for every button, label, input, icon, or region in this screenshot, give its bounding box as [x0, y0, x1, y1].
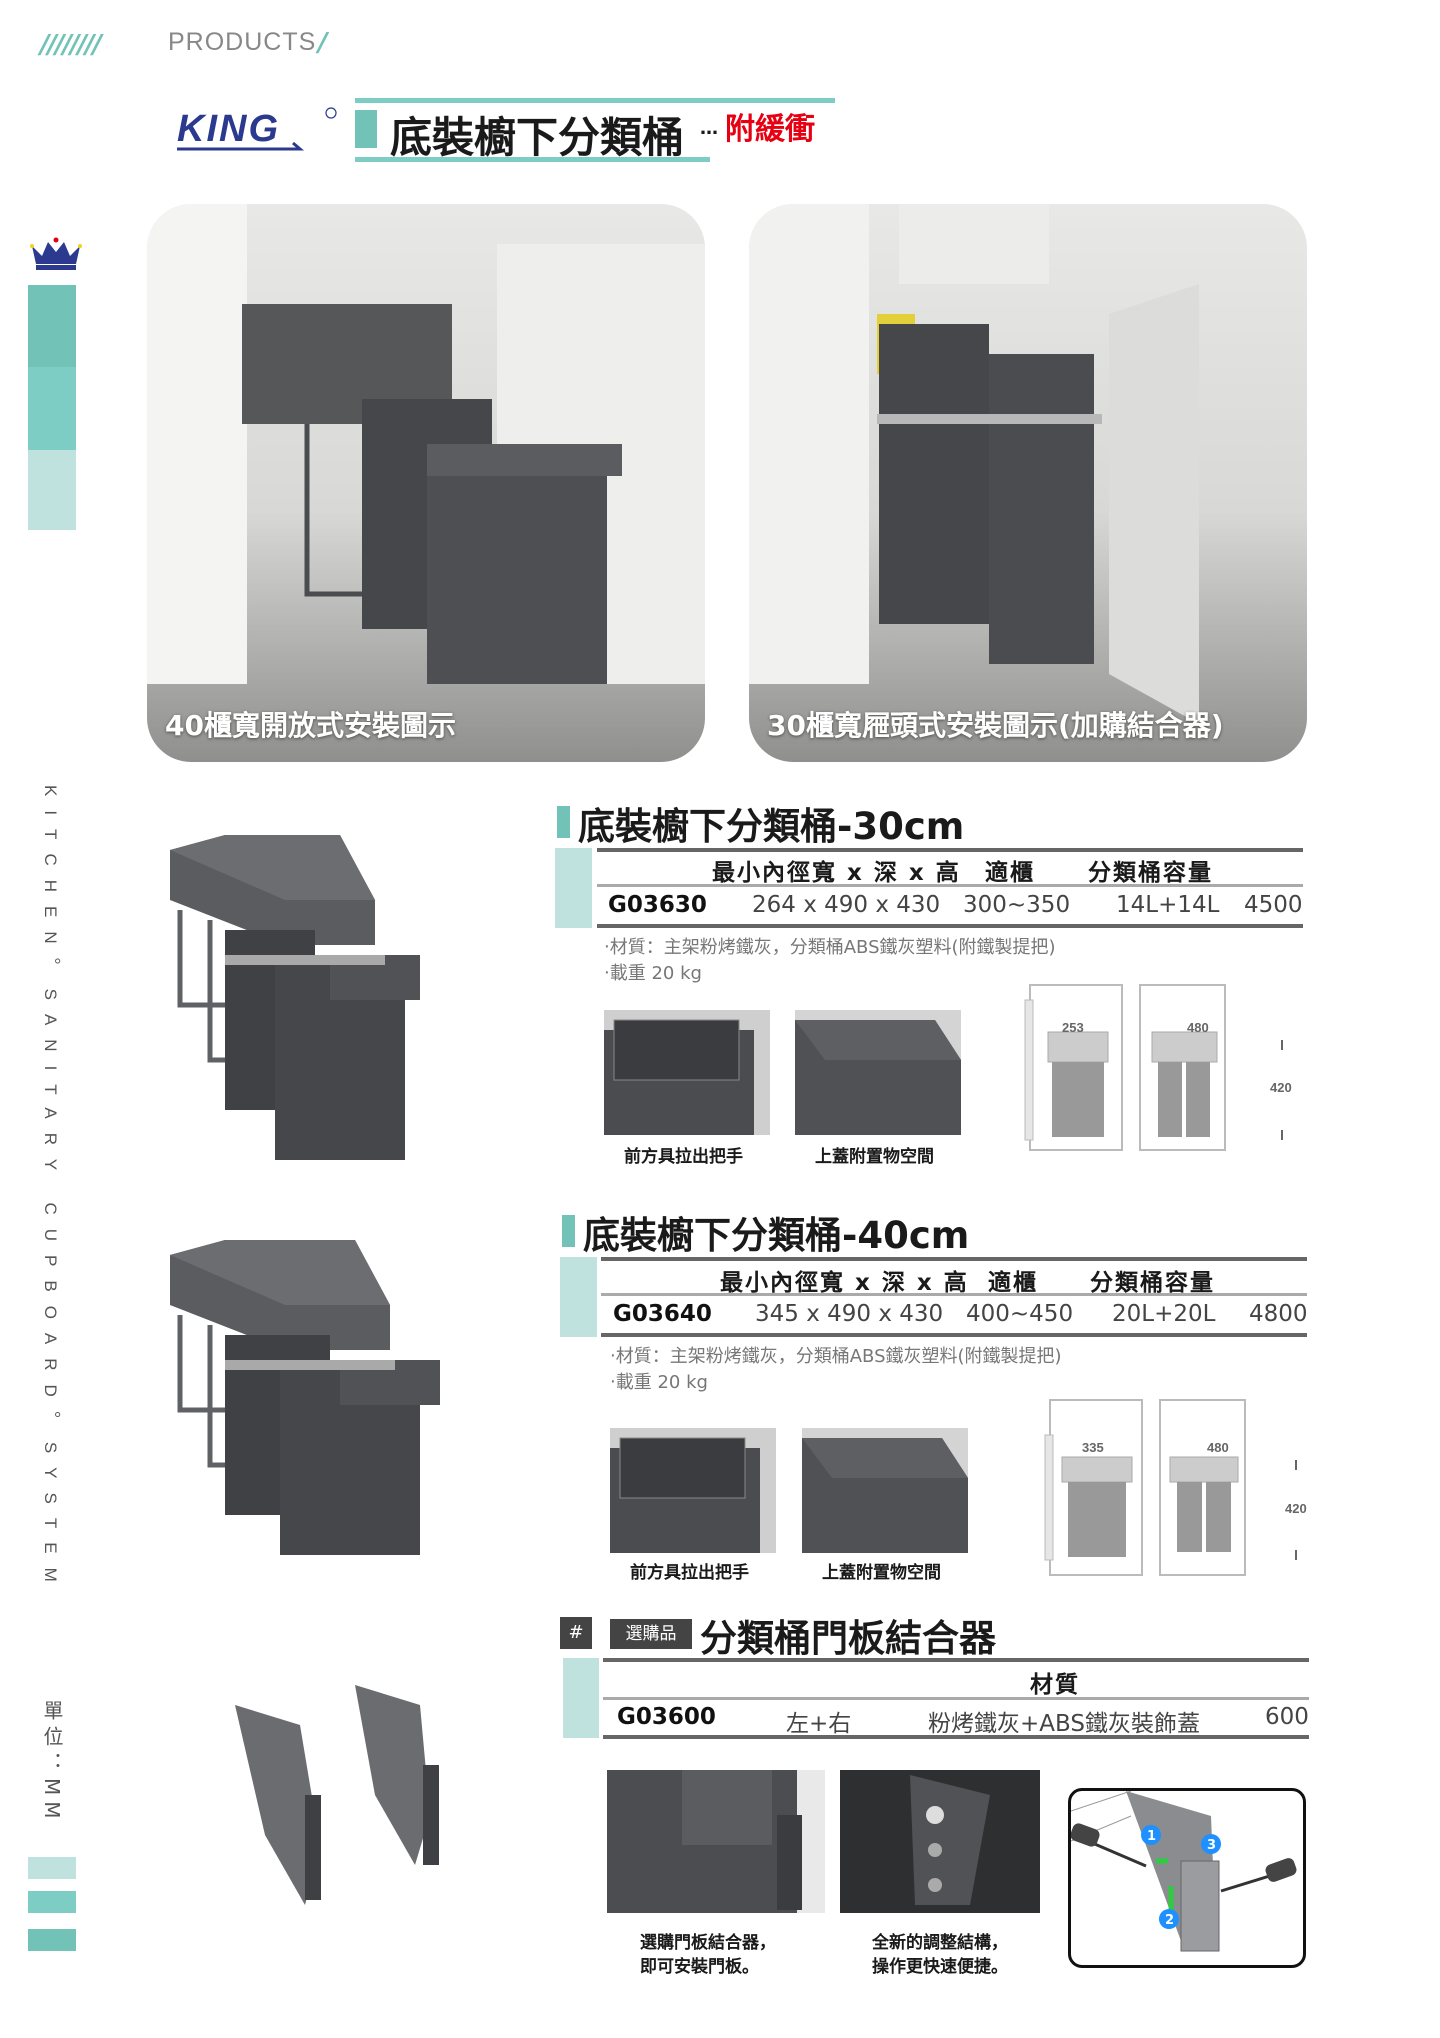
load-note: ‧載重 20 kg [610, 1372, 708, 1393]
optional-badge: 選購品 [610, 1619, 692, 1649]
thumb-caption: 前方具拉出把手 [630, 1563, 749, 1583]
section-marker [562, 1215, 575, 1247]
product-material: 粉烤鐵灰+ABS鐵灰裝飾蓋 [928, 1711, 1200, 1737]
thumb-handle [610, 1428, 776, 1553]
table-rule [603, 1658, 1309, 1662]
table-rule [601, 1293, 1307, 1296]
product-price: 600 [1265, 1704, 1309, 1730]
combiner-caption: 即可安裝門板。 [640, 1957, 759, 1977]
thumb-adjuster [840, 1770, 1040, 1913]
crown-logo-icon [28, 236, 84, 272]
product-image-brackets [225, 1685, 465, 1910]
thumb-lid [795, 1010, 961, 1135]
product-code: G03640 [613, 1301, 712, 1327]
decor-slashes: //////// [40, 30, 102, 60]
product-capacity: 14L+14L [1116, 892, 1220, 918]
dim-width: 253 [1062, 1020, 1084, 1035]
adjuster-caption: 操作更快速便捷。 [872, 1957, 1008, 1977]
hash-badge: # [560, 1617, 592, 1649]
install-photo-40: 40櫃寬開放式安裝圖示 [147, 204, 705, 762]
decor-slash: / [318, 28, 328, 58]
photo-caption: 40櫃寬開放式安裝圖示 [165, 709, 456, 742]
product-price: 4500 [1244, 892, 1303, 918]
title-highlight: 附緩衝 [725, 112, 815, 147]
sidebar-color-bar [28, 285, 76, 367]
table-rule [601, 1333, 1307, 1337]
main-title: 底裝櫥下分類桶 [390, 113, 685, 162]
dimension-diagram-30: 253 480 420 [1020, 980, 1305, 1165]
king-logo: KING [175, 105, 340, 155]
thumb-caption: 上蓋附置物空間 [815, 1147, 934, 1167]
dim-depth: 480 [1187, 1020, 1209, 1035]
section-label: PRODUCTS [168, 28, 317, 56]
sidebar-color-bar [28, 1891, 76, 1913]
thumb-handle [604, 1010, 770, 1135]
col-header-material: 材質 [1030, 1672, 1080, 1698]
dim-depth: 480 [1207, 1440, 1229, 1455]
material-note: ‧材質：主架粉烤鐵灰，分類桶ABS鐵灰塑料(附鐵製提把) [604, 937, 1056, 958]
step-2-icon: 2 [1165, 1913, 1174, 1928]
col-header-size: 最小內徑寬 x 深 x 高 [712, 860, 961, 886]
product-cabinet: 300~350 [963, 892, 1071, 918]
material-note: ‧材質：主架粉烤鐵灰，分類桶ABS鐵灰塑料(附鐵製提把) [610, 1346, 1062, 1367]
table-rule [597, 924, 1303, 928]
thumb-lid [802, 1428, 968, 1553]
install-photo-30: 30櫃寬屜頭式安裝圖示(加購結合器) [749, 204, 1307, 762]
product-title: 底裝櫥下分類桶-30cm [578, 805, 965, 848]
combiner-caption: 選購門板結合器， [640, 1933, 776, 1953]
thumb-caption: 前方具拉出把手 [624, 1147, 743, 1167]
product-size: 264 x 490 x 430 [752, 892, 941, 918]
table-accent [555, 848, 592, 928]
product-size: 345 x 490 x 430 [755, 1301, 944, 1327]
section-marker [557, 806, 570, 838]
product-code: G03630 [608, 892, 707, 918]
unit-label: 單位：MM [40, 1700, 64, 1825]
dim-height: 420 [1285, 1501, 1307, 1516]
load-note: ‧載重 20 kg [604, 963, 702, 984]
sidebar-color-bar [28, 1857, 76, 1879]
col-header-cabinet: 適櫃 [985, 860, 1035, 886]
table-rule [603, 1735, 1309, 1739]
table-accent [563, 1658, 599, 1738]
table-rule [597, 848, 1303, 852]
step-1-icon: 1 [1147, 1829, 1156, 1844]
sidebar-color-bar [28, 450, 76, 530]
dimension-diagram-40: 335 480 420 [1040, 1395, 1320, 1585]
step-3-icon: 3 [1207, 1838, 1216, 1853]
product-title: 底裝櫥下分類桶-40cm [583, 1214, 970, 1257]
product-cabinet: 400~450 [966, 1301, 1074, 1327]
product-image-30 [165, 830, 515, 1165]
product-price: 4800 [1249, 1301, 1308, 1327]
sidebar-color-bar [28, 1929, 76, 1951]
col-header-cabinet: 適櫃 [988, 1270, 1038, 1296]
table-rule [601, 1257, 1307, 1261]
vertical-tagline: KITCHEN。SANITARY CUPBOARD。SYSTEM [41, 785, 60, 1596]
product-code: G03600 [617, 1704, 716, 1730]
page-title: 底裝櫥下分類桶 … 附緩衝 [355, 98, 835, 162]
accessory-title: 分類桶門板結合器 [700, 1617, 996, 1660]
thumb-caption: 上蓋附置物空間 [822, 1563, 941, 1583]
table-rule [603, 1697, 1309, 1700]
thumb-combiner [607, 1770, 825, 1913]
dim-width: 335 [1082, 1440, 1104, 1455]
photo-caption: 30櫃寬屜頭式安裝圖示(加購結合器) [767, 709, 1224, 742]
product-side: 左+右 [786, 1711, 852, 1737]
col-header-capacity: 分類桶容量 [1088, 860, 1213, 886]
product-capacity: 20L+20L [1112, 1301, 1216, 1327]
col-header-capacity: 分類桶容量 [1090, 1270, 1215, 1296]
table-rule [597, 884, 1303, 887]
dim-height: 420 [1270, 1080, 1292, 1095]
sidebar-color-bar [28, 367, 76, 450]
adjuster-caption: 全新的調整結構， [872, 1933, 1008, 1953]
table-accent [560, 1257, 597, 1337]
adjustment-diagram: 1 2 3 [1068, 1788, 1306, 1968]
product-image-40 [165, 1235, 525, 1560]
col-header-size: 最小內徑寬 x 深 x 高 [720, 1270, 969, 1296]
brand-text: KING [177, 108, 280, 150]
